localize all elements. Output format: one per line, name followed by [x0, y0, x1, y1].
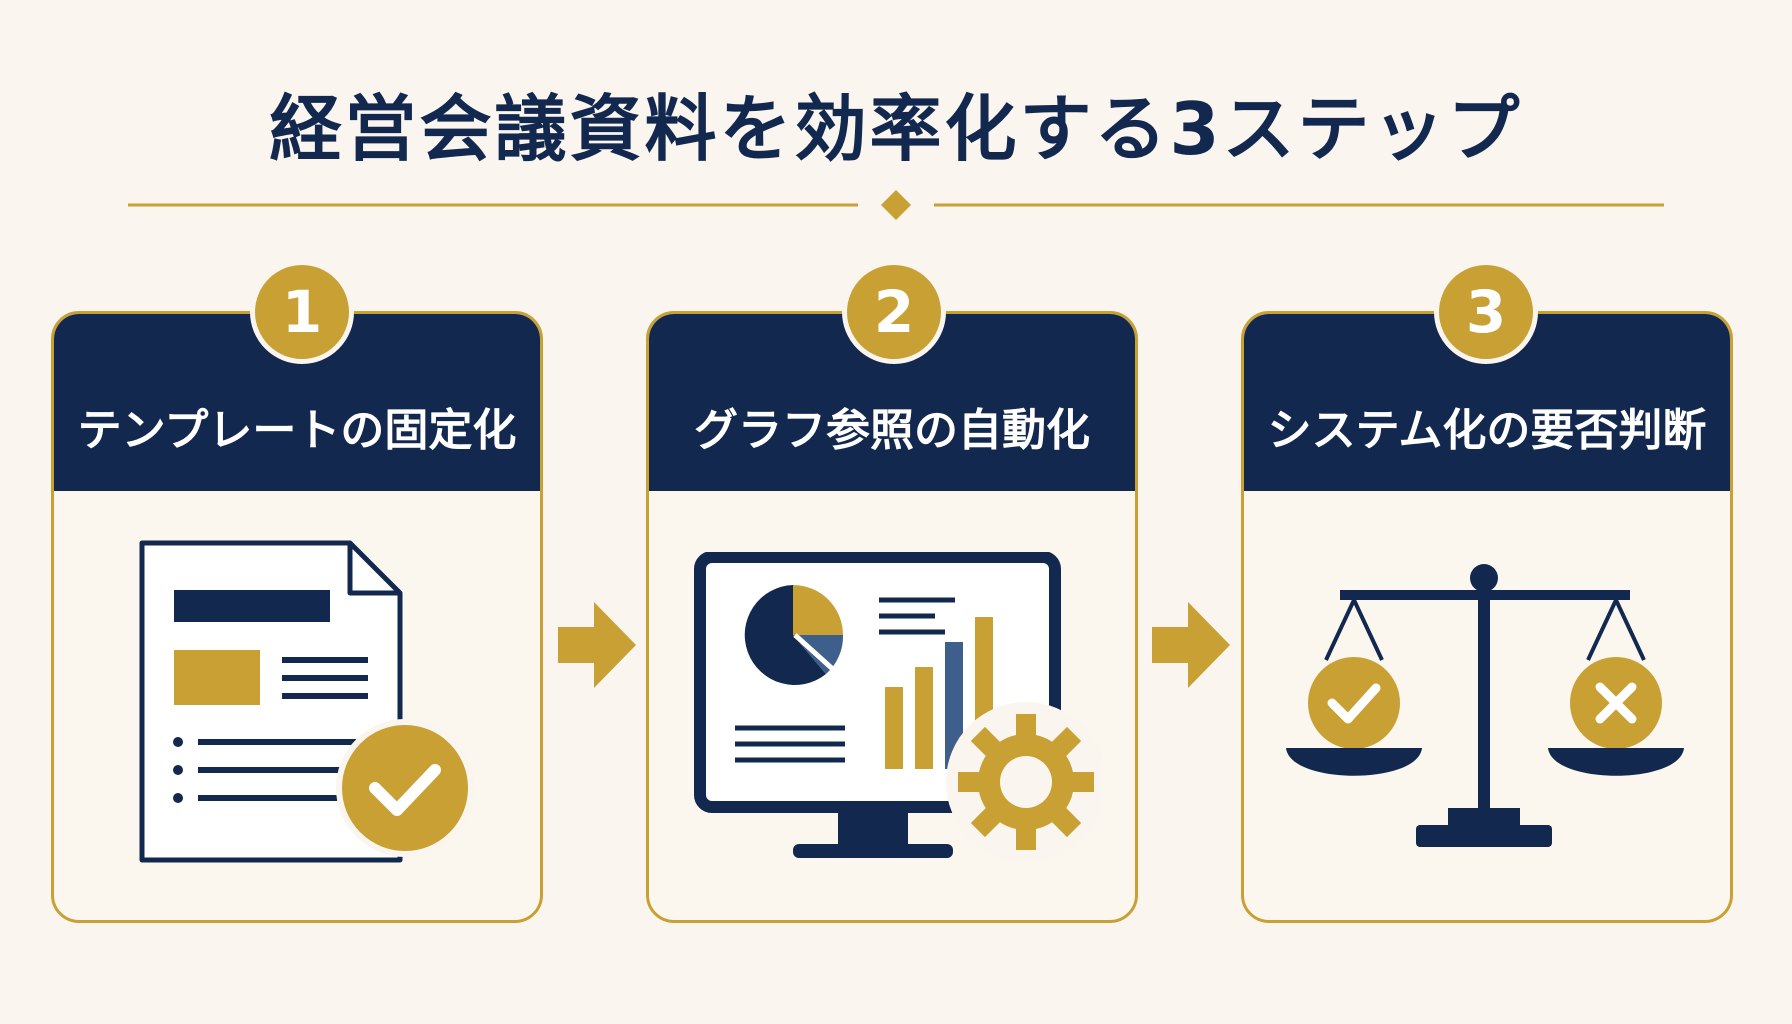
step-number-badge-1: 1: [250, 260, 354, 364]
arrow-right-icon: [1152, 602, 1230, 688]
document-check-icon: [139, 540, 474, 863]
step-header-2: グラフ参照の自動化: [649, 314, 1135, 491]
step-header-3: システム化の要否判断: [1244, 314, 1730, 491]
step-label-1: テンプレートの固定化: [77, 405, 517, 456]
step-label-2: グラフ参照の自動化: [694, 405, 1090, 456]
step-number-badge-3: 3: [1434, 260, 1538, 364]
page-title: 経営会議資料を効率化する3ステップ: [269, 87, 1523, 171]
arrow-right-icon: [558, 602, 636, 688]
step-number-badge-2: 2: [842, 260, 946, 364]
step-header-1: テンプレートの固定化: [54, 314, 540, 491]
balance-scale-icon: [1286, 564, 1684, 847]
title-divider: [128, 190, 1664, 220]
diamond-icon: [881, 190, 911, 220]
monitor-chart-gear-icon: [694, 552, 1103, 862]
step-label-3: システム化の要否判断: [1267, 405, 1707, 456]
